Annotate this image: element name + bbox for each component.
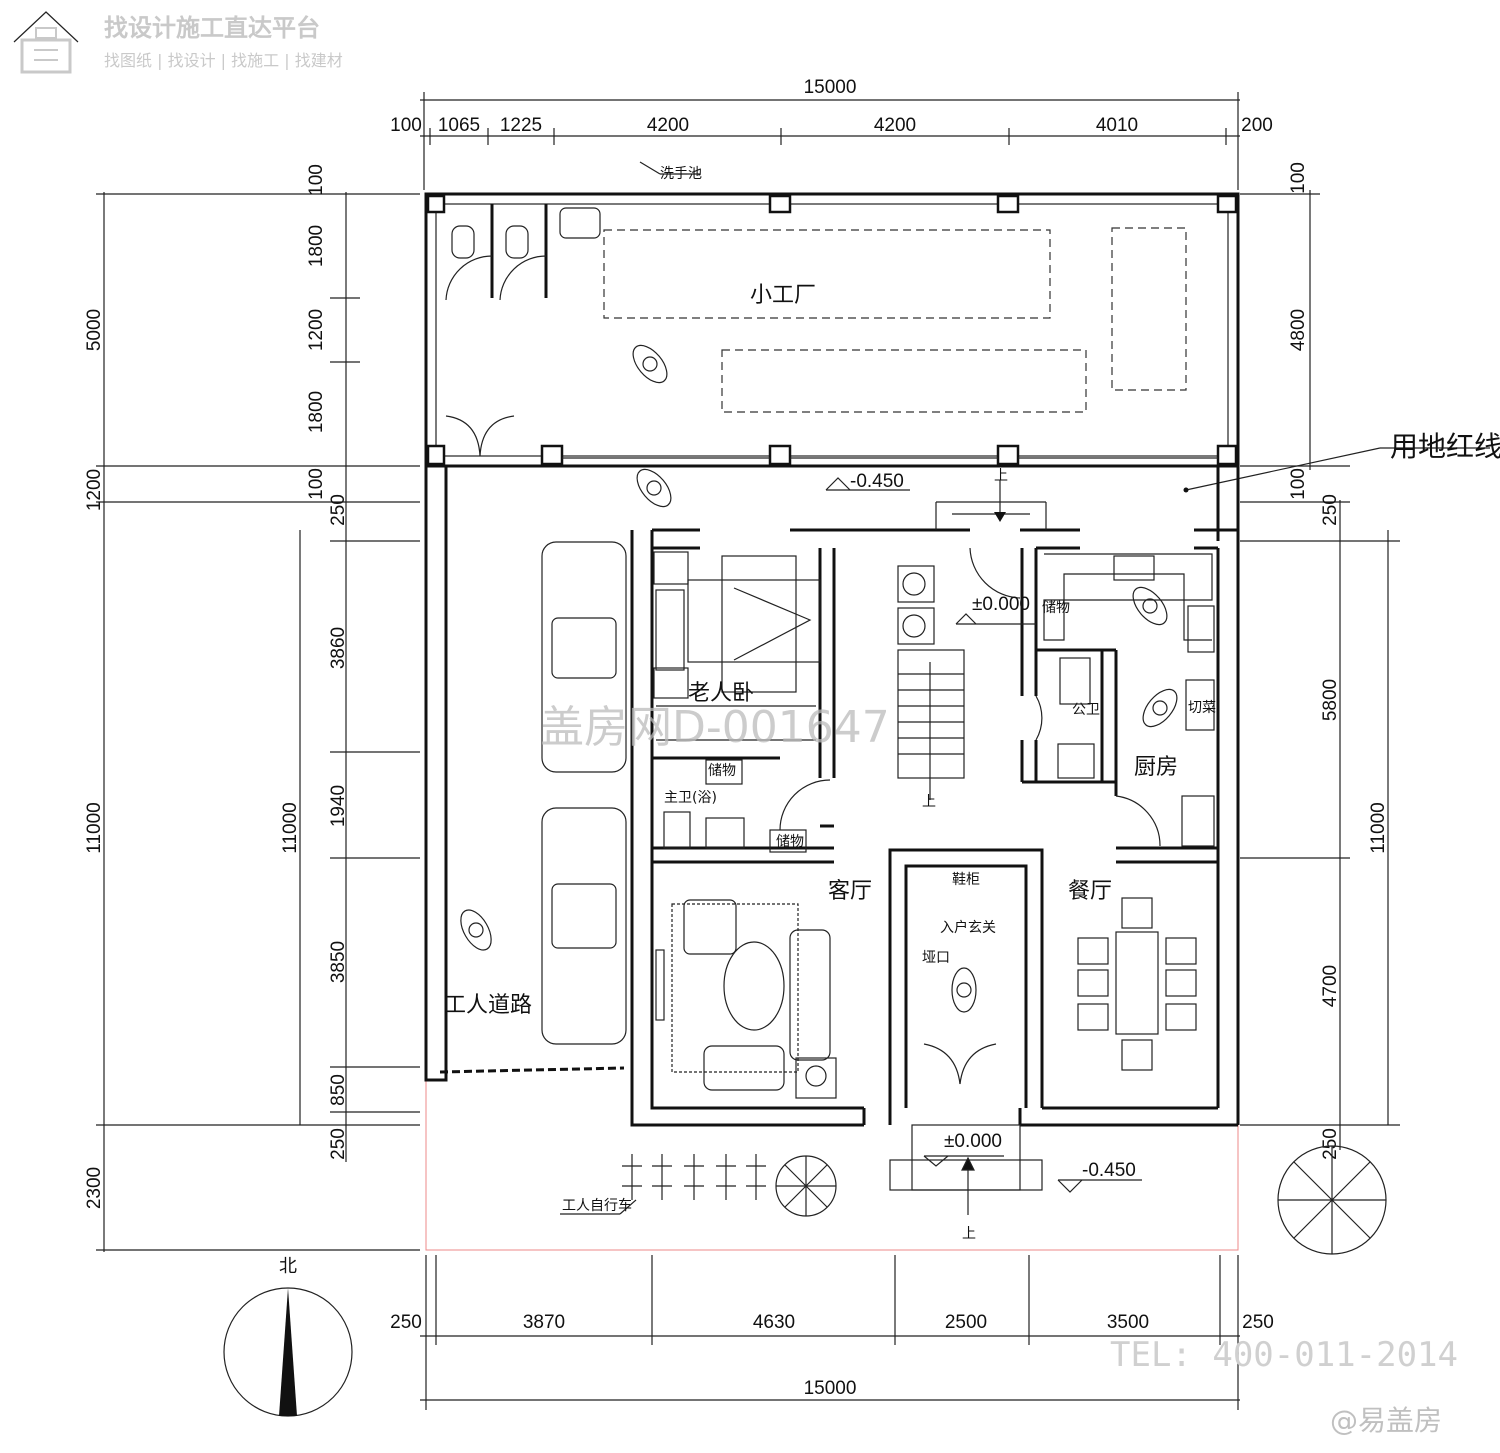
dim-left-inner: 1800 [306,391,327,433]
person-icon [636,468,672,508]
dim-left-inner: 100 [306,468,327,500]
dim-bottom-seg: 250 [1242,1312,1274,1333]
label-shoe-cabinet: 鞋柜 [952,872,980,888]
dim-bottom-seg: 3500 [1107,1312,1149,1333]
tree-icon [775,1145,1387,1255]
car-icon [541,541,627,1045]
label-master-bath: 主卫(浴) [664,790,717,806]
dim-right: 250 [1320,494,1341,526]
dim-right: 250 [1320,1128,1341,1160]
watermark-center: 盖房网D-001647 [540,702,890,753]
label-elder-bedroom: 老人卧 [688,681,754,706]
north-arrow-icon [223,1287,353,1417]
stair-up-label: 上 [922,794,936,810]
dining-furniture [1077,897,1197,1071]
level-outside: -0.450 [1082,1160,1136,1181]
washer-icon [897,565,935,645]
dim-right: 11000 [1368,802,1389,853]
label-cutting: 切菜 [1188,700,1216,716]
dim-right: 100 [1288,162,1309,194]
label-storage: 储物 [1042,600,1070,616]
label-living-room: 客厅 [828,879,872,904]
north-label: 北 [279,1256,297,1277]
label-public-toilet: 公卫 [1072,702,1100,718]
bicycle-icon [622,1154,766,1200]
label-dining-room: 餐厅 [1068,879,1112,904]
dim-bottom-total: 15000 [804,1378,857,1399]
dim-bottom-seg: 4630 [753,1312,795,1333]
dim-left-inner: 1800 [306,225,327,267]
dim-left-outer: 11000 [84,802,105,853]
level-entry: ±0.000 [944,1131,1002,1152]
dim-left-inner: 250 [328,494,349,526]
right-dimensions [1240,190,1400,1150]
label-storage: 储物 [708,763,736,779]
watermark-credit: @易盖房 [1330,1404,1442,1437]
site-redline [425,465,1239,1251]
watermark-title: 找设计施工直达平台 [104,14,320,42]
watermark-subtitle: 找图纸 | 找设计 | 找施工 | 找建材 [104,51,343,70]
dim-left-inner: 1200 [306,309,327,351]
dim-top-seg: 4200 [874,115,916,136]
watermark-phone: TEL: 400-011-2014 [1110,1335,1458,1375]
level-floor: ±0.000 [972,594,1030,615]
logo-icon [13,11,79,74]
dim-bottom-seg: 3870 [523,1312,565,1333]
person-icon [460,586,1178,1013]
dim-left-inner: 11000 [280,802,301,853]
left-dimensions [96,192,420,1252]
stair-up-label: 上 [994,468,1008,484]
label-site-redline: 用地红线 [1390,430,1500,463]
label-worker-road: 工人道路 [444,993,532,1018]
factory-block [424,192,1240,468]
label-worker-bikes: 工人自行车 [562,1197,632,1214]
dim-left-inner: 3850 [328,941,349,983]
stair-up-label: 上 [962,1226,976,1242]
front-steps [889,1124,1043,1215]
dim-left-inner: 850 [328,1074,349,1106]
living-room-furniture [655,899,837,1099]
dim-top-seg: 100 [390,115,422,136]
dim-left-outer: 2300 [84,1167,105,1209]
dim-left-inner: 250 [328,1128,349,1160]
bedroom-furniture [653,551,821,853]
dim-left-inner: 3860 [328,627,349,669]
dim-right: 4700 [1320,965,1341,1007]
label-factory: 小工厂 [750,283,816,308]
label-kitchen: 厨房 [1134,755,1178,780]
dim-top-seg: 4200 [647,115,689,136]
dim-top-seg: 4010 [1096,115,1138,136]
dim-bottom-seg: 2500 [945,1312,987,1333]
label-entrance: 入户玄关 [940,919,996,936]
top-dimensions: 15000 100 1065 1225 4200 4200 4010 200 [390,77,1273,190]
person-icon [632,344,668,384]
bottom-dimensions [420,1255,1240,1410]
dim-left-outer: 1200 [84,469,105,511]
dim-top-seg: 1065 [438,115,480,136]
dim-left-inner: 100 [306,164,327,196]
dim-right: 4800 [1288,309,1309,351]
kitchen-fixtures [1043,553,1215,847]
dim-top-total: 15000 [804,77,857,98]
label-storage: 储物 [776,834,804,850]
dim-left-outer: 5000 [84,309,105,351]
dim-right: 100 [1288,468,1309,500]
dim-right: 5800 [1320,679,1341,721]
house-walls [424,466,1240,1127]
dim-left-inner: 1940 [328,785,349,827]
dim-bottom-seg: 250 [390,1312,422,1333]
level-yard: -0.450 [850,471,904,492]
dim-top-seg: 200 [1241,115,1273,136]
dim-top-seg: 1225 [500,115,542,136]
label-threshold: 垭口 [922,950,950,966]
label-wash-basin: 洗手池 [660,166,702,182]
